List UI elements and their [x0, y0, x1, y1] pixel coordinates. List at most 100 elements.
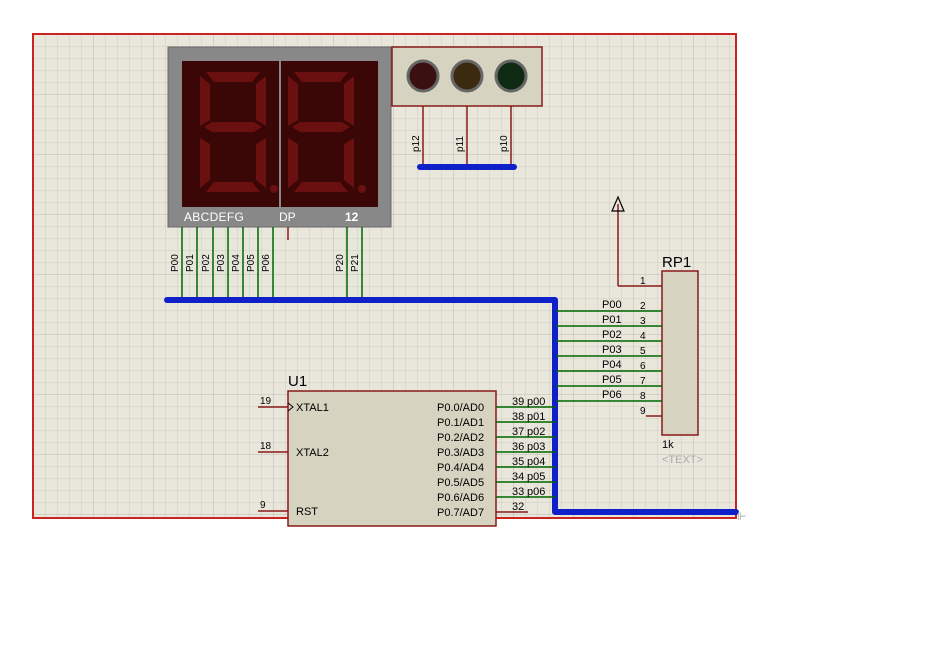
display-pin-label: P01 [185, 254, 196, 272]
led-module[interactable] [391, 46, 543, 107]
rp1-net-label: P02 [602, 329, 622, 341]
u1-pin-name: P0.3/AD3 [437, 447, 484, 459]
rp1-pin-number: 4 [640, 331, 646, 342]
display-pin-label: P20 [335, 254, 346, 272]
led-pin-p10: p10 [499, 106, 512, 167]
rp1-pin-1: 1 [618, 276, 662, 287]
u1-net-label: p00 [527, 396, 545, 408]
seven-segment-display[interactable]: ABCDEFG DP 12 [167, 46, 392, 228]
display-pin-p21: P21 [350, 227, 363, 300]
rp1-pin-4: 4 P02 [556, 329, 662, 342]
resistor-pack-rp1[interactable]: RP1 1k <TEXT> [661, 254, 703, 466]
dp-label: DP [279, 210, 296, 224]
display-pin-p00: P00 [170, 227, 183, 300]
rp1-pin-number: 5 [640, 346, 646, 357]
u1-pin-number: 36 [512, 441, 524, 453]
led-green [494, 59, 528, 93]
display-pin-label: P00 [170, 254, 181, 272]
rp1-pin-7: 7 P05 [556, 374, 662, 387]
rp1-ref: RP1 [662, 254, 691, 271]
u1-pin-p0-7-ad7: P0.7/AD7 32 [437, 501, 528, 519]
u1-pin-number: 9 [260, 500, 266, 511]
u1-pin-number: 19 [260, 396, 272, 407]
rp1-net-label: P03 [602, 344, 622, 356]
display-pin-label: P06 [261, 254, 272, 272]
u1-pin-name: P0.7/AD7 [437, 507, 484, 519]
u1-pin-number: 32 [512, 501, 524, 513]
rp1-pin-number: 2 [640, 301, 646, 312]
u1-net-label: p05 [527, 471, 545, 483]
u1-pin-name: RST [296, 506, 318, 518]
rp1-pin-8: 8 P06 [556, 389, 662, 402]
rp1-net-label: P00 [602, 299, 622, 311]
u1-pin-name: P0.2/AD2 [437, 432, 484, 444]
u1-pin-number: 35 [512, 456, 524, 468]
rp1-pin-9: 9 [640, 406, 662, 417]
rp1-net-label: P04 [602, 359, 622, 371]
led-pin-label: p11 [455, 136, 466, 152]
u1-pin-number: 34 [512, 471, 524, 483]
rp1-pin-5: 5 P03 [556, 344, 662, 357]
rp1-pin-number: 1 [640, 276, 646, 287]
main-bus [164, 297, 739, 515]
digit-2 [288, 72, 366, 193]
segment-label: ABCDEFG [184, 210, 244, 224]
rp1-net-label: P05 [602, 374, 622, 386]
display-pin-p06: P06 [261, 227, 274, 300]
rp1-pin-number: 8 [640, 391, 646, 402]
rp1-value: 1k [662, 439, 674, 451]
led-pin-label: p10 [499, 135, 510, 152]
display-pin-p01: P01 [185, 227, 198, 300]
digits-label: 12 [345, 210, 359, 224]
led-red [406, 59, 440, 93]
display-pin-label: P21 [350, 254, 361, 272]
display-pin-label: P04 [231, 254, 242, 272]
display-pin-p04: P04 [231, 227, 244, 300]
display-pin-p05: P05 [246, 227, 259, 300]
rp1-pin-number: 9 [640, 406, 646, 417]
u1-pin-number: 38 [512, 411, 524, 423]
mcu-u1[interactable]: U1 [287, 373, 497, 527]
rp1-net-label: P06 [602, 389, 622, 401]
power-arrow-icon [611, 195, 625, 286]
u1-net-label: p04 [527, 456, 545, 468]
display-pin-label: P02 [201, 254, 212, 272]
rp1-pin-number: 3 [640, 316, 646, 327]
rp1-text: <TEXT> [662, 454, 703, 466]
u1-pin-number: 39 [512, 396, 524, 408]
digit-1 [200, 72, 278, 193]
u1-pin-number: 18 [260, 441, 272, 452]
led-pin-p11: p11 [455, 106, 468, 167]
rp1-pin-number: 7 [640, 376, 646, 387]
display-pin-label: P03 [216, 254, 227, 272]
u1-net-label: p02 [527, 426, 545, 438]
display-pin-p03: P03 [216, 227, 229, 300]
rp1-pin-2: 2 P00 [556, 299, 662, 312]
u1-pin-name: P0.0/AD0 [437, 402, 484, 414]
led-yellow [450, 59, 484, 93]
u1-pin-name: P0.6/AD6 [437, 492, 484, 504]
display-pin-p02: P02 [201, 227, 214, 300]
u1-pin-name: P0.4/AD4 [437, 462, 484, 474]
u1-net-label: p01 [527, 411, 545, 423]
rp1-pin-3: 3 P01 [556, 314, 662, 327]
u1-pin-name: P0.5/AD5 [437, 477, 484, 489]
display-pin-label: P05 [246, 254, 257, 272]
u1-net-label: p03 [527, 441, 545, 453]
u1-ref: U1 [288, 373, 307, 390]
u1-pin-number: 37 [512, 426, 524, 438]
u1-pin-name: XTAL1 [296, 402, 329, 414]
display-pin-p20: P20 [335, 227, 348, 300]
rp1-net-label: P01 [602, 314, 622, 326]
